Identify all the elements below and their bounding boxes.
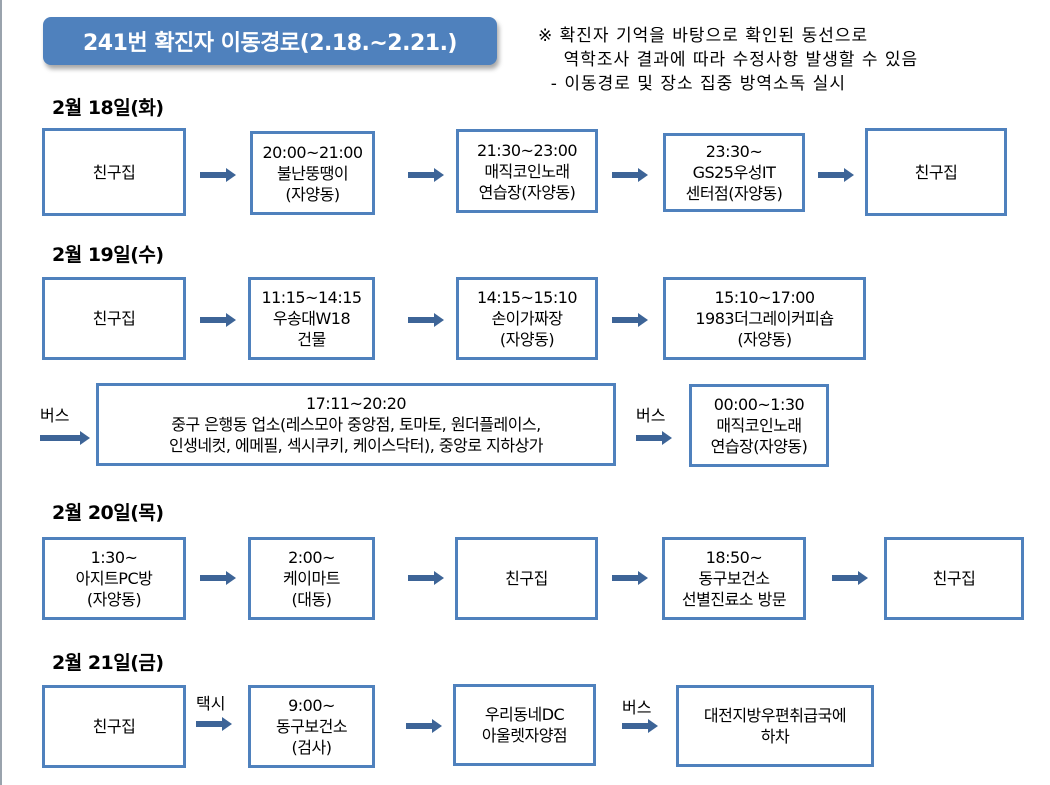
arrow-icon — [612, 312, 648, 327]
box-text-line: 센터점(자양동) — [685, 184, 783, 203]
box-text-line: 23:30~ — [705, 142, 763, 161]
box-text-line: 20:00~21:00 — [262, 142, 363, 162]
box-text-line: 14:15~15:10 — [476, 288, 578, 307]
page-title: 241번 확진자 이동경로(2.18.~2.21.) — [43, 17, 497, 65]
date-heading: 2월 20일(목) — [52, 502, 164, 524]
location-box: 17:11~20:20 중구 은행동 업소(레스모아 중앙점, 토마토, 원더플레… — [96, 383, 616, 466]
arrow-icon — [622, 718, 658, 733]
arrow-icon — [408, 570, 444, 585]
location-box: 15:10~17:00 1983더그레이커피숍 (자양동) — [663, 277, 866, 360]
box-text-line: 매직코인노래 — [484, 161, 570, 181]
box-text-line: 손이가짜장 — [491, 309, 563, 328]
location-box: 친구집 — [42, 277, 186, 360]
location-box: 친구집 — [455, 537, 598, 620]
box-text-line: 건물 — [297, 330, 326, 349]
box-text-line: 우리동네DC — [484, 705, 565, 724]
location-box: 2:00~ 케이마트 (대동) — [248, 537, 375, 620]
box-text-line: 친구집 — [92, 717, 136, 736]
location-box: 친구집 — [42, 685, 186, 768]
box-text-line: 17:11~20:20 — [305, 394, 407, 413]
transport-label: 버스 — [636, 406, 666, 425]
location-box: 1:30~ 아지트PC방 (자양동) — [42, 537, 186, 620]
disclaimer-note: ※ 확진자 기억을 바탕으로 확인된 동선으로 역학조사 결과에 따라 수정사항… — [538, 26, 919, 94]
box-text-line: 동구보건소 — [698, 569, 770, 588]
arrow-icon — [196, 716, 232, 731]
location-box: 친구집 — [884, 537, 1024, 620]
box-text-line: (자양동) — [285, 184, 340, 204]
arrow-icon — [818, 167, 854, 182]
arrow-icon — [406, 718, 442, 733]
box-text-line: 15:10~17:00 — [714, 288, 815, 307]
box-text-line: GS25우성IT — [692, 163, 776, 182]
arrow-icon — [200, 570, 236, 585]
date-heading: 2월 21일(금) — [52, 652, 164, 674]
box-text-line: (자양동) — [737, 330, 792, 349]
box-text-line: 9:00~ — [288, 696, 335, 715]
box-text-line: 연습장(자양동) — [478, 182, 576, 202]
location-box: 14:15~15:10 손이가짜장 (자양동) — [456, 277, 598, 360]
arrow-icon — [408, 167, 444, 182]
box-text-line: 불난뚱땡이 — [276, 163, 349, 183]
box-text-line: 아지트PC방 — [75, 569, 153, 588]
box-text-line: 아울렛자양점 — [481, 726, 568, 745]
box-text-line: 대전지방우편취급국에 — [703, 706, 847, 725]
location-box: 23:30~ GS25우성IT 센터점(자양동) — [663, 133, 805, 212]
arrow-icon — [612, 570, 648, 585]
arrow-icon — [612, 167, 648, 182]
box-text-line: (자양동) — [86, 590, 142, 609]
location-box: 11:15~14:15 우송대W18 건물 — [248, 277, 375, 360]
location-box: 친구집 — [42, 128, 186, 216]
box-text-line: 친구집 — [932, 569, 976, 588]
transport-label: 택시 — [196, 694, 226, 713]
box-text-line: 매직코인노래 — [716, 416, 802, 435]
box-text-line: 친구집 — [92, 162, 136, 182]
box-text-line: (자양동) — [499, 330, 555, 349]
box-text-line: 11:15~14:15 — [261, 288, 362, 307]
box-text-line: 동구보건소 — [275, 717, 348, 736]
location-box: 9:00~ 동구보건소 (검사) — [248, 685, 375, 768]
date-heading: 2월 18일(화) — [52, 97, 164, 119]
box-text-line: (대동) — [291, 590, 332, 609]
box-text-line: 친구집 — [505, 569, 548, 588]
box-text-line: 친구집 — [914, 162, 958, 182]
box-text-line: 00:00~1:30 — [713, 395, 805, 414]
date-heading: 2월 19일(수) — [52, 244, 164, 266]
arrow-icon — [636, 430, 672, 445]
box-text-line: 연습장(자양동) — [710, 437, 808, 456]
box-text-line: 18:50~ — [705, 548, 763, 567]
transport-label: 버스 — [40, 406, 70, 425]
box-text-line: 인생네컷, 에메필, 섹시쿠키, 케이스닥터), 중앙로 지하상가 — [168, 436, 544, 455]
location-box: 친구집 — [865, 128, 1007, 216]
transport-label: 버스 — [622, 698, 652, 717]
location-box: 우리동네DC 아울렛자양점 — [453, 684, 596, 766]
box-text-line: 중구 은행동 업소(레스모아 중앙점, 토마토, 원더플레이스, — [171, 415, 541, 434]
box-text-line: 선별진료소 방문 — [681, 590, 787, 609]
box-text-line: 1:30~ — [90, 548, 138, 567]
box-text-line: 우송대W18 — [272, 309, 351, 328]
arrow-icon — [200, 312, 236, 327]
box-text-line: 하차 — [760, 727, 790, 746]
box-text-line: 친구집 — [92, 309, 136, 328]
arrow-icon — [200, 167, 236, 182]
box-text-line: 21:30~23:00 — [476, 140, 578, 160]
left-border — [0, 0, 2, 785]
arrow-icon — [832, 570, 868, 585]
box-text-line: 2:00~ — [288, 548, 335, 567]
arrow-icon — [40, 430, 90, 445]
box-text-line: 1983더그레이커피숍 — [695, 309, 834, 328]
box-text-line: (검사) — [291, 738, 332, 757]
box-text-line: 케이마트 — [283, 569, 340, 588]
arrow-icon — [408, 312, 444, 327]
